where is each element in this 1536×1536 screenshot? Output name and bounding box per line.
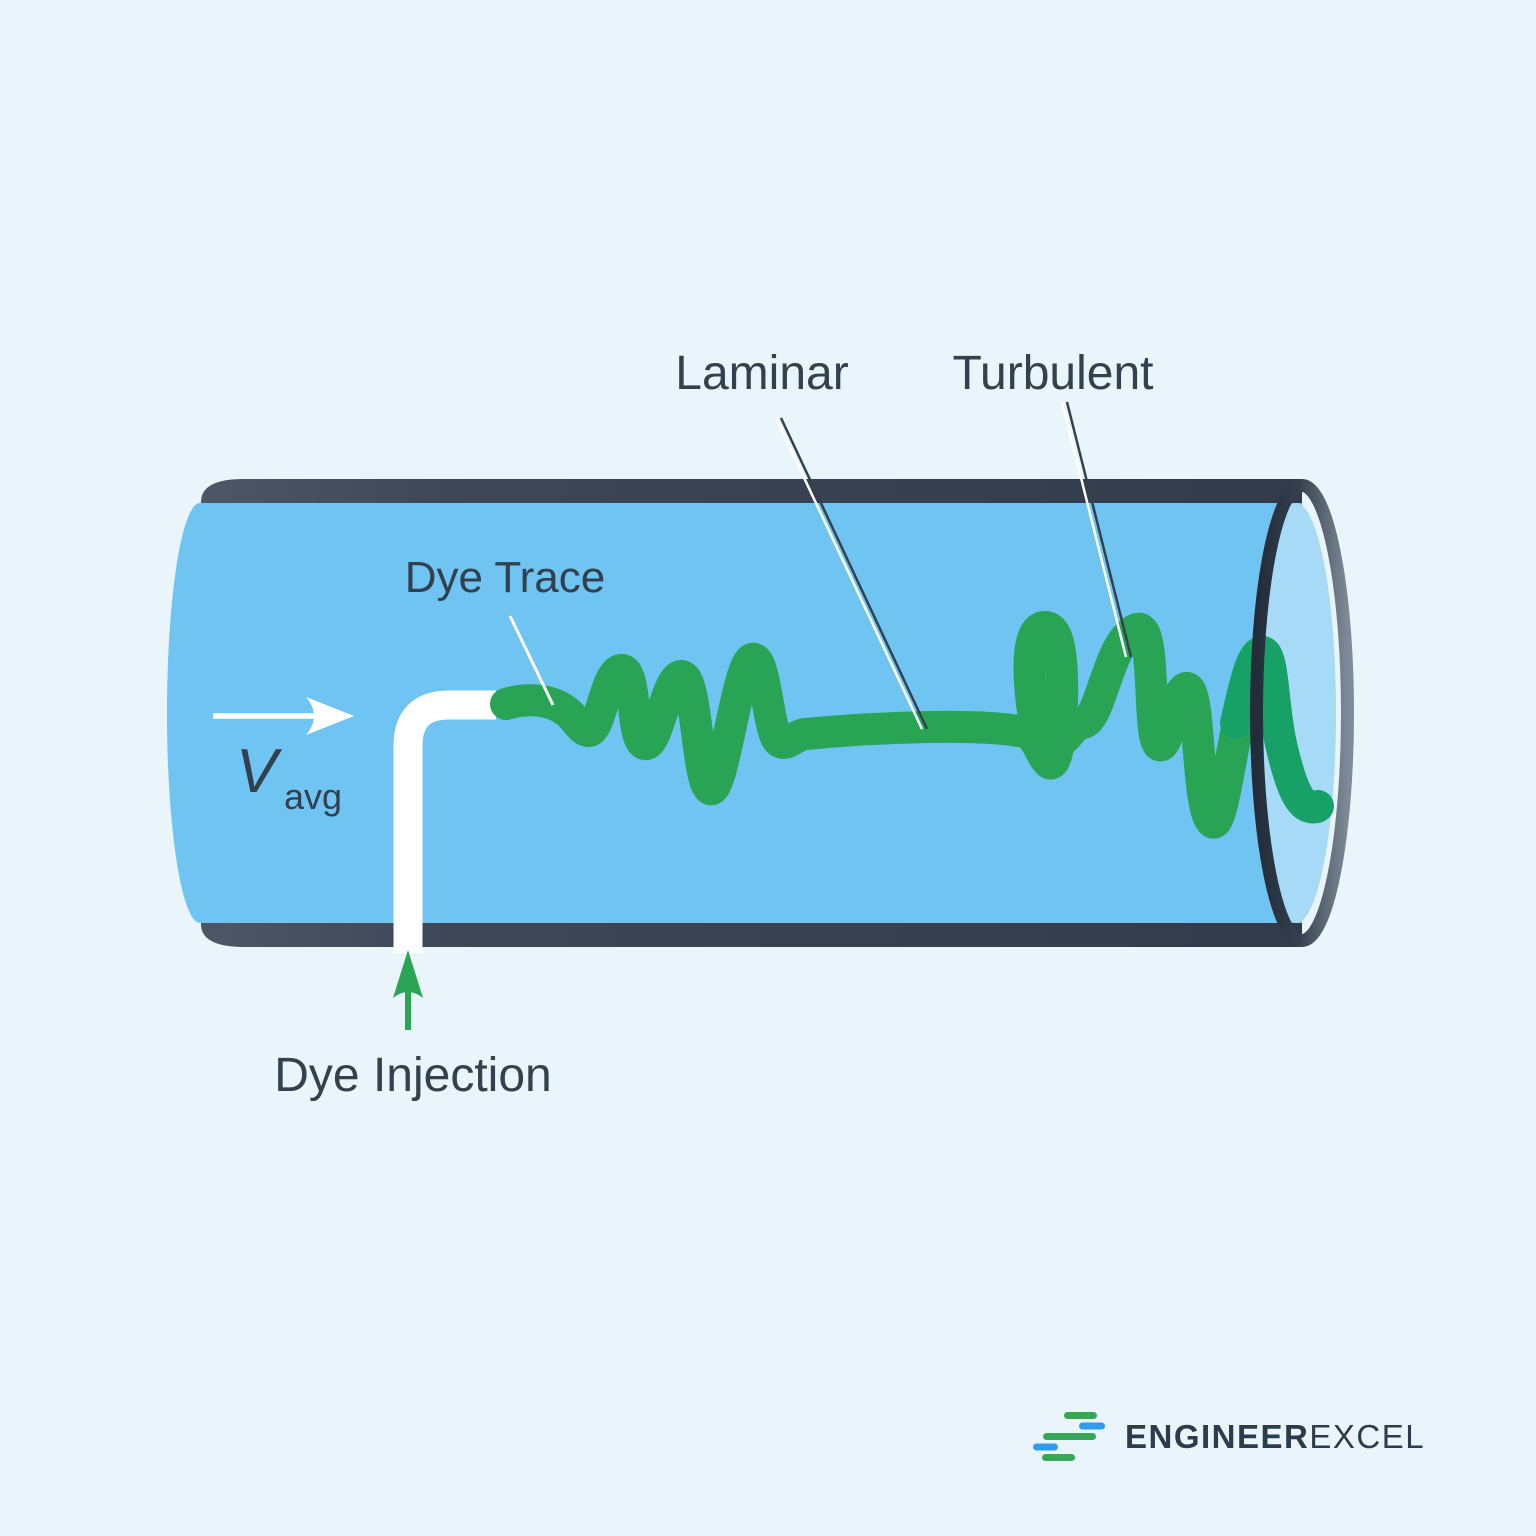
engineerexcel-logo: ENGINEEREXCEL bbox=[1033, 1412, 1425, 1462]
turbulent-label: Turbulent bbox=[953, 347, 1154, 400]
velocity-symbol: V bbox=[236, 737, 283, 806]
pipe-end-rim bbox=[1250, 479, 1354, 947]
velocity-arrow-head bbox=[306, 697, 354, 735]
turbulent-leader-line bbox=[1065, 401, 1133, 658]
velocity-label: V bbox=[236, 737, 283, 806]
logo-text-excel: EXCEL bbox=[1309, 1418, 1426, 1455]
dye-trace-path bbox=[490, 611, 1259, 839]
logo-bar-blue-1 bbox=[1079, 1422, 1105, 1430]
engineerexcel-logo-text: ENGINEEREXCEL bbox=[1125, 1418, 1425, 1456]
logo-bar-green-2 bbox=[1043, 1433, 1096, 1440]
velocity-subscript: avg bbox=[284, 776, 342, 817]
engineerexcel-logo-icon bbox=[1033, 1412, 1105, 1461]
logo-bar-green-3 bbox=[1042, 1454, 1075, 1461]
dye-trace-label: Dye Trace bbox=[405, 553, 606, 602]
dye-injection-arrow-head bbox=[393, 950, 423, 998]
logo-bar-green-1 bbox=[1064, 1412, 1097, 1419]
logo-bar-blue-2 bbox=[1033, 1443, 1058, 1451]
dye-trace-leader-line bbox=[508, 615, 555, 706]
laminar-leader-line-highlight bbox=[774, 417, 924, 730]
laminar-label: Laminar bbox=[675, 347, 848, 400]
pipe-wall-top bbox=[200, 479, 1302, 503]
laminar-leader-line bbox=[779, 417, 929, 730]
dye-injection-tube bbox=[393, 690, 496, 953]
turbulent-leader-line-highlight bbox=[1060, 401, 1128, 658]
dye-injection-label: Dye Injection bbox=[274, 1049, 551, 1102]
logo-text-engineer: ENGINEER bbox=[1125, 1418, 1310, 1455]
pipe-wall-bottom bbox=[200, 923, 1302, 947]
